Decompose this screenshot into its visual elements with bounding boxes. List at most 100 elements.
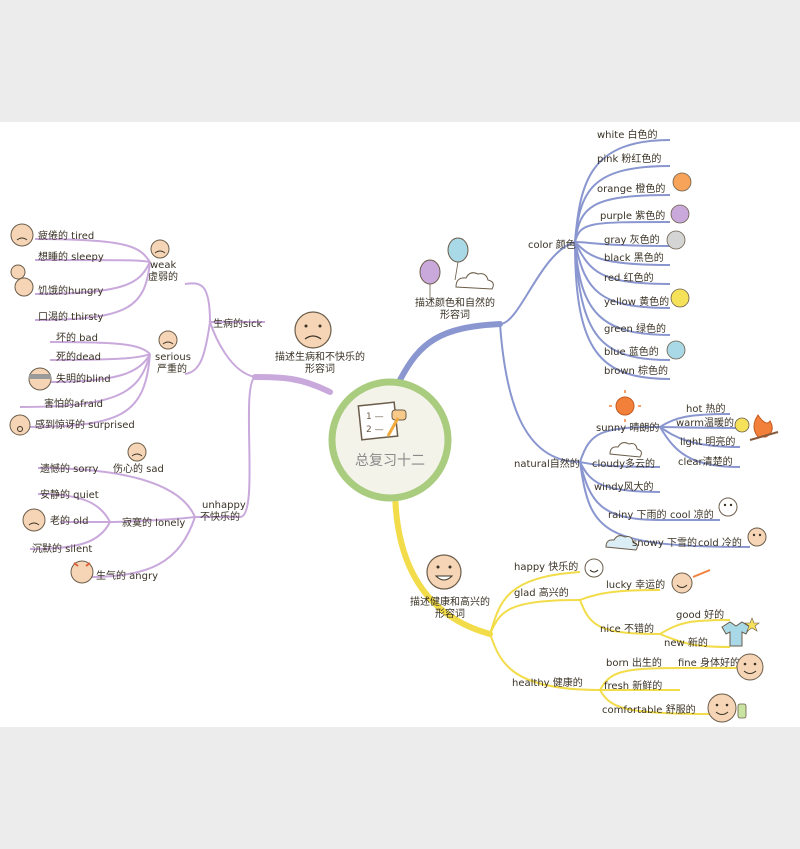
- sad-face-icon: [10, 223, 34, 247]
- unhappy-item-quiet: 安静的 quiet: [40, 488, 99, 501]
- natural-item-cold: cold 冷的: [698, 536, 742, 549]
- weak-line2: 虚弱的: [148, 270, 178, 283]
- color-item-blue: blue 蓝色的: [604, 345, 659, 358]
- mind-map: 1 — 2 — 总复习十二 描述生病和不快乐的 形容词 生病的sick weak…: [9, 128, 779, 723]
- happy-item-nice: nice 不错的: [600, 622, 654, 635]
- sub-sick-label: 生病的sick: [213, 317, 262, 330]
- sad-face-icon: [10, 264, 34, 297]
- cloud-icon: [609, 442, 642, 458]
- blindfold-face-icon: [28, 367, 52, 391]
- sad-face-icon: [158, 330, 178, 350]
- color-branch-header[interactable]: 描述颜色和自然的 形容词: [415, 237, 495, 321]
- serious-item-surprised: 感到惊讶的 surprised: [35, 418, 135, 431]
- sad-face-icon: [22, 508, 46, 532]
- happy-item-happy: happy 快乐的: [514, 560, 578, 573]
- serious-item-dead: 死的dead: [56, 350, 101, 363]
- sick-title-line1: 描述生病和不快乐的: [275, 350, 365, 363]
- color-item-purple: purple 紫色的: [600, 209, 665, 222]
- sick-branch-header[interactable]: 描述生病和不快乐的 形容词: [275, 311, 365, 375]
- sub-natural-label: natural自然的: [514, 457, 580, 470]
- sick-branch-lines: [19, 238, 265, 578]
- unhappy-node[interactable]: unhappy 不快乐的: [200, 500, 246, 523]
- star-icon: [744, 617, 760, 632]
- happy-title-line2: 形容词: [435, 607, 465, 620]
- weak-line1: weak: [150, 260, 176, 271]
- svg-text:1 —: 1 —: [366, 412, 384, 422]
- unhappy-item-old: 老的 old: [50, 514, 88, 527]
- sad-face-icon: [150, 239, 170, 259]
- yellow-balloon-icon: [670, 288, 690, 308]
- serious-item-afraid: 害怕的afraid: [44, 397, 103, 410]
- smiley-icon: [426, 554, 462, 590]
- natural-items: sunny 晴朗的 hot 热的 warm温暖的 light 明亮的 clear…: [592, 390, 779, 551]
- writing-note-icon: 1 — 2 —: [357, 401, 407, 441]
- color-branch-lines: [499, 139, 751, 548]
- branch-sick-connector: [252, 374, 333, 395]
- weak-node[interactable]: weak 虚弱的: [148, 239, 178, 283]
- weak-item-thirsty: 口渴的 thirsty: [38, 310, 103, 323]
- sad-face-icon: [294, 311, 332, 349]
- branch-happy-connector: [392, 484, 493, 637]
- happy-item-lucky: lucky 幸运的: [606, 578, 665, 591]
- natural-item-cool: cool 凉的: [670, 508, 714, 521]
- branch-color-connector: [397, 321, 503, 383]
- sun-icon: [609, 390, 641, 422]
- color-item-red: red 红色的: [604, 271, 654, 284]
- happy-item-born: born 出生的: [606, 656, 662, 669]
- center-node[interactable]: 1 — 2 — 总复习十二: [328, 378, 452, 502]
- unhappy-item-angry: 生气的 angry: [96, 569, 158, 582]
- color-item-orange: orange 橙色的: [597, 182, 665, 195]
- happy-item-fine: fine 身体好的: [678, 656, 740, 669]
- angry-face-icon: [70, 560, 94, 584]
- surprised-face-icon: [9, 414, 31, 436]
- serious-line1: serious: [155, 352, 191, 363]
- natural-item-clear: clear清楚的: [678, 455, 733, 468]
- blue-balloon-icon: [666, 340, 686, 360]
- smiley-icon: [718, 497, 738, 517]
- smiley-icon: [707, 693, 747, 723]
- happy-item-comfortable: comfortable 舒服的: [602, 703, 696, 716]
- color-title-line2: 形容词: [440, 308, 470, 321]
- natural-item-cloudy: cloudy多云的: [592, 457, 655, 470]
- happy-item-fresh: fresh 新鲜的: [604, 679, 662, 692]
- weak-item-sleepy: 想睡的 sleepy: [38, 250, 104, 263]
- unhappy-item-lonely: 寂寞的 lonely: [122, 516, 185, 529]
- serious-items: 坏的 bad 死的dead 失明的blind 害怕的afraid 感到惊讶的 s…: [9, 331, 135, 436]
- mind-map-card: 1 — 2 — 总复习十二 描述生病和不快乐的 形容词 生病的sick weak…: [0, 122, 800, 727]
- serious-item-bad: 坏的 bad: [56, 331, 98, 344]
- happy-item-good: good 好的: [676, 608, 724, 621]
- sick-title-line2: 形容词: [305, 362, 335, 375]
- happy-branch-header[interactable]: 描述健康和高兴的 形容词: [410, 554, 490, 620]
- serious-node[interactable]: serious 严重的: [155, 330, 191, 375]
- unhappy-item-silent: 沉默的 silent: [32, 542, 92, 555]
- unhappy-line2: 不快乐的: [200, 510, 240, 523]
- svg-text:2 —: 2 —: [366, 425, 384, 435]
- purple-balloon-icon: [670, 204, 690, 224]
- happy-item-glad: glad 高兴的: [514, 586, 569, 599]
- color-items: white 白色的 pink 粉红色的 orange 橙色的 purple 紫色…: [597, 128, 692, 377]
- happy-title-line1: 描述健康和高兴的: [410, 595, 490, 608]
- smiley-icon: [747, 527, 767, 547]
- color-item-brown: brown 棕色的: [604, 364, 668, 377]
- serious-line2: 严重的: [157, 362, 187, 375]
- color-item-black: black 黑色的: [604, 251, 664, 264]
- sub-color-label: color 颜色: [528, 238, 576, 251]
- happy-items: happy 快乐的 glad 高兴的 lucky 幸运的 nice 不错的 go…: [512, 558, 764, 723]
- natural-item-windy: windy风大的: [594, 480, 654, 493]
- cloud-icon: [605, 535, 638, 551]
- color-item-gray: gray 灰色的: [604, 233, 660, 246]
- color-title-line1: 描述颜色和自然的: [415, 296, 495, 309]
- natural-item-sunny: sunny 晴朗的: [596, 421, 659, 434]
- weak-item-hungry: 饥饿的hungry: [38, 284, 103, 297]
- campfire-icon: [734, 414, 779, 441]
- unhappy-line1: unhappy: [202, 500, 246, 511]
- smiley-icon: [584, 558, 604, 578]
- balloon-icon: [419, 237, 469, 300]
- center-title: 总复习十二: [355, 452, 425, 469]
- weak-items: 疲倦的 tired 想睡的 sleepy 饥饿的hungry 口渴的 thirs…: [10, 223, 104, 323]
- natural-item-snowy: snowy 下雪的: [632, 536, 697, 549]
- happy-branch-lines: [489, 571, 760, 715]
- shirt-icon: [721, 621, 751, 647]
- unhappy-item-sorry: 遗憾的 sorry: [40, 462, 99, 475]
- smiley-icon: [736, 653, 764, 681]
